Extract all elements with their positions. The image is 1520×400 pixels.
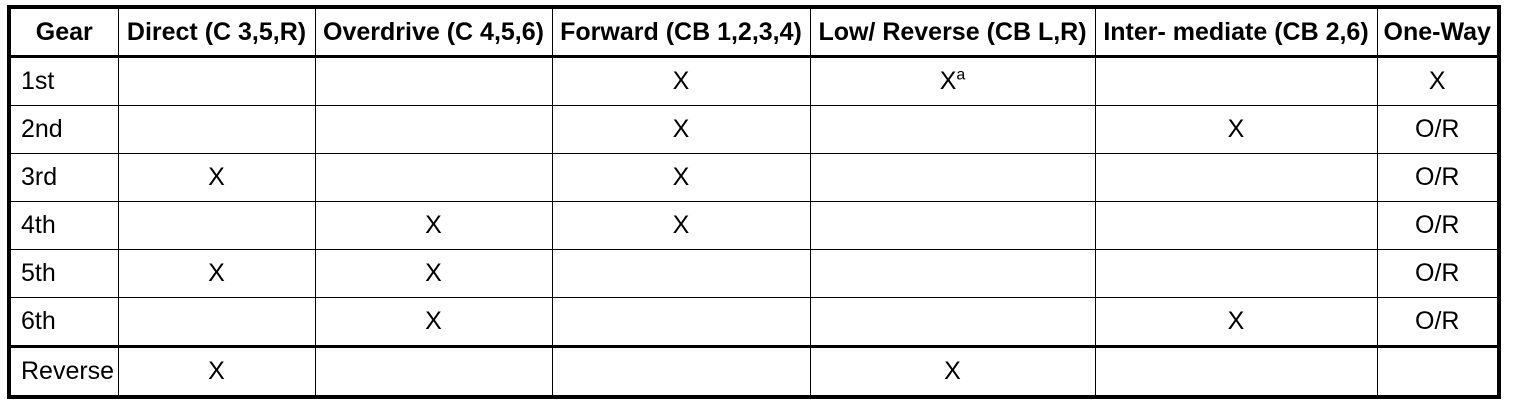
cell-intermediate: X: [1094, 297, 1378, 347]
column-header-direct: Direct (C 3,5,R): [117, 6, 316, 58]
table-header: Gear Direct (C 3,5,R) Overdrive (C 4,5,6…: [8, 6, 1500, 58]
cell-intermediate: [1094, 201, 1378, 250]
footnote-marker: a: [956, 66, 966, 84]
column-header-gear: Gear: [8, 6, 119, 58]
cell-overdrive: X: [314, 249, 553, 298]
cell-direct: X: [117, 249, 316, 298]
gear-label-cell: 1st: [8, 56, 119, 106]
cell-direct: [117, 56, 316, 106]
table-header-row: Gear Direct (C 3,5,R) Overdrive (C 4,5,6…: [8, 6, 1500, 58]
cell-intermediate: X: [1094, 105, 1378, 154]
gear-label-cell: Reverse: [8, 345, 119, 398]
cell-direct: X: [117, 153, 316, 202]
cell-overdrive: X: [314, 297, 553, 347]
cell-intermediate: [1094, 345, 1378, 398]
column-header-low-reverse: Low/ Reverse (CB L,R): [809, 6, 1096, 58]
gear-label-cell: 2nd: [8, 105, 119, 154]
gear-label-cell: 6th: [8, 297, 119, 347]
column-header-intermediate: Inter- mediate (CB 2,6): [1094, 6, 1378, 58]
cell-overdrive: [314, 105, 553, 154]
cell-overdrive: [314, 56, 553, 106]
cell-forward: X: [551, 201, 811, 250]
cell-direct: [117, 201, 316, 250]
column-header-overdrive: Overdrive (C 4,5,6): [314, 6, 553, 58]
cell-one_way: X: [1376, 56, 1500, 106]
cell-direct: X: [117, 345, 316, 398]
cell-one_way: [1376, 345, 1500, 398]
cell-one_way: O/R: [1376, 297, 1500, 347]
cell-one_way: O/R: [1376, 105, 1500, 154]
gear-label-cell: 4th: [8, 201, 119, 250]
column-header-one-way: One-Way: [1376, 6, 1500, 58]
cell-low_reverse: [809, 201, 1096, 250]
cell-one_way: O/R: [1376, 201, 1500, 250]
cell-direct: [117, 297, 316, 347]
cell-low_reverse: [809, 105, 1096, 154]
cell-low_reverse: Xa: [809, 56, 1096, 106]
cell-low_reverse: [809, 297, 1096, 347]
cell-low_reverse: [809, 249, 1096, 298]
cell-forward: [551, 249, 811, 298]
cell-overdrive: [314, 153, 553, 202]
gear-label-cell: 3rd: [8, 153, 119, 202]
cell-overdrive: [314, 345, 553, 398]
cell-intermediate: [1094, 56, 1378, 106]
cell-forward: [551, 297, 811, 347]
cell-forward: X: [551, 56, 811, 106]
cell-forward: X: [551, 105, 811, 154]
cell-low_reverse: X: [809, 345, 1096, 398]
cell-low_reverse: [809, 153, 1096, 202]
gear-label-cell: 5th: [8, 249, 119, 298]
cell-one_way: O/R: [1376, 249, 1500, 298]
cell-direct: [117, 105, 316, 154]
cell-intermediate: [1094, 249, 1378, 298]
gear-application-table-container: Gear Direct (C 3,5,R) Overdrive (C 4,5,6…: [7, 5, 1501, 399]
cell-one_way: O/R: [1376, 153, 1500, 202]
column-header-forward: Forward (CB 1,2,3,4): [551, 6, 811, 58]
cell-forward: [551, 345, 811, 398]
cell-forward: X: [551, 153, 811, 202]
gear-application-table: Gear Direct (C 3,5,R) Overdrive (C 4,5,6…: [7, 5, 1501, 399]
cell-overdrive: X: [314, 201, 553, 250]
cell-intermediate: [1094, 153, 1378, 202]
